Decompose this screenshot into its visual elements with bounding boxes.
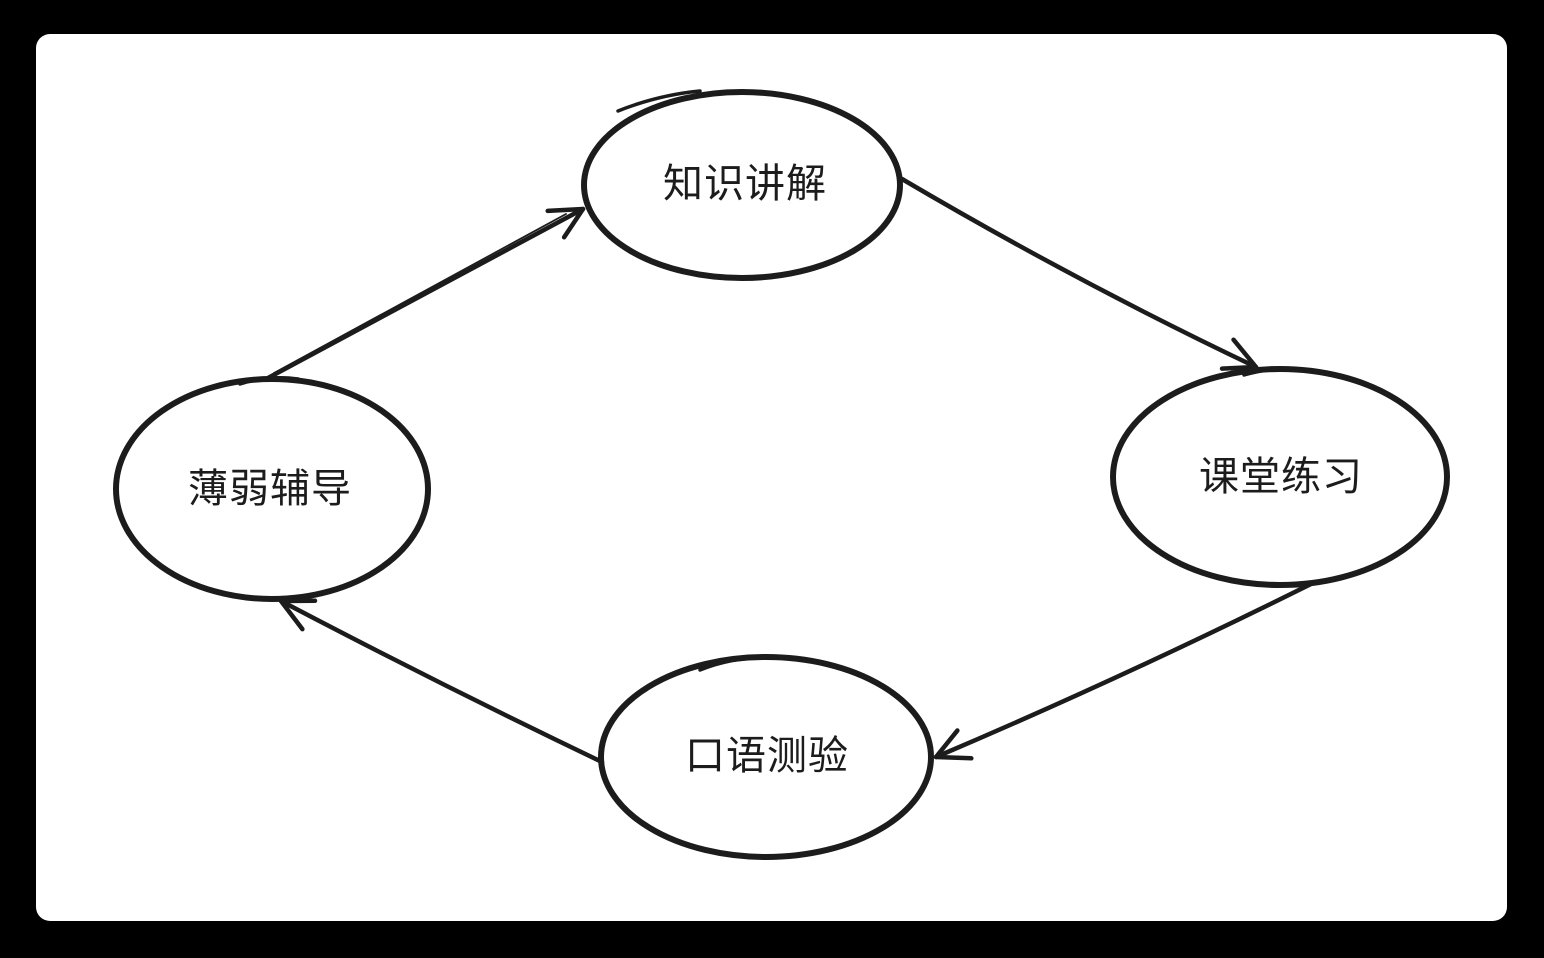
node-label-oral-quiz: 口语测验 xyxy=(685,734,849,778)
node-label-knowledge-lecture: 知识讲解 xyxy=(663,162,827,206)
sketch-overlap-stroke xyxy=(238,376,300,386)
node-label-class-practice: 课堂练习 xyxy=(1199,455,1363,499)
arrow-oral-quiz-to-remedial-tutoring xyxy=(278,598,605,765)
node-knowledge-lecture: 知识讲解 xyxy=(581,89,903,281)
sketch-overlap-stroke xyxy=(1242,366,1322,377)
arrow-knowledge-lecture-to-class-practice xyxy=(899,176,1259,371)
arrow-remedial-tutoring-to-knowledge-lecture xyxy=(265,206,586,381)
node-class-practice: 课堂练习 xyxy=(1110,366,1450,588)
arrow-class-practice-to-oral-quiz xyxy=(933,581,1314,761)
sketch-overlap-stroke xyxy=(698,656,774,672)
node-oral-quiz: 口语测验 xyxy=(598,654,934,860)
node-remedial-tutoring: 薄弱辅导 xyxy=(113,376,431,602)
whiteboard-canvas xyxy=(36,34,1507,921)
node-label-remedial-tutoring: 薄弱辅导 xyxy=(188,467,352,511)
sketch-overlap-stroke xyxy=(616,89,702,113)
